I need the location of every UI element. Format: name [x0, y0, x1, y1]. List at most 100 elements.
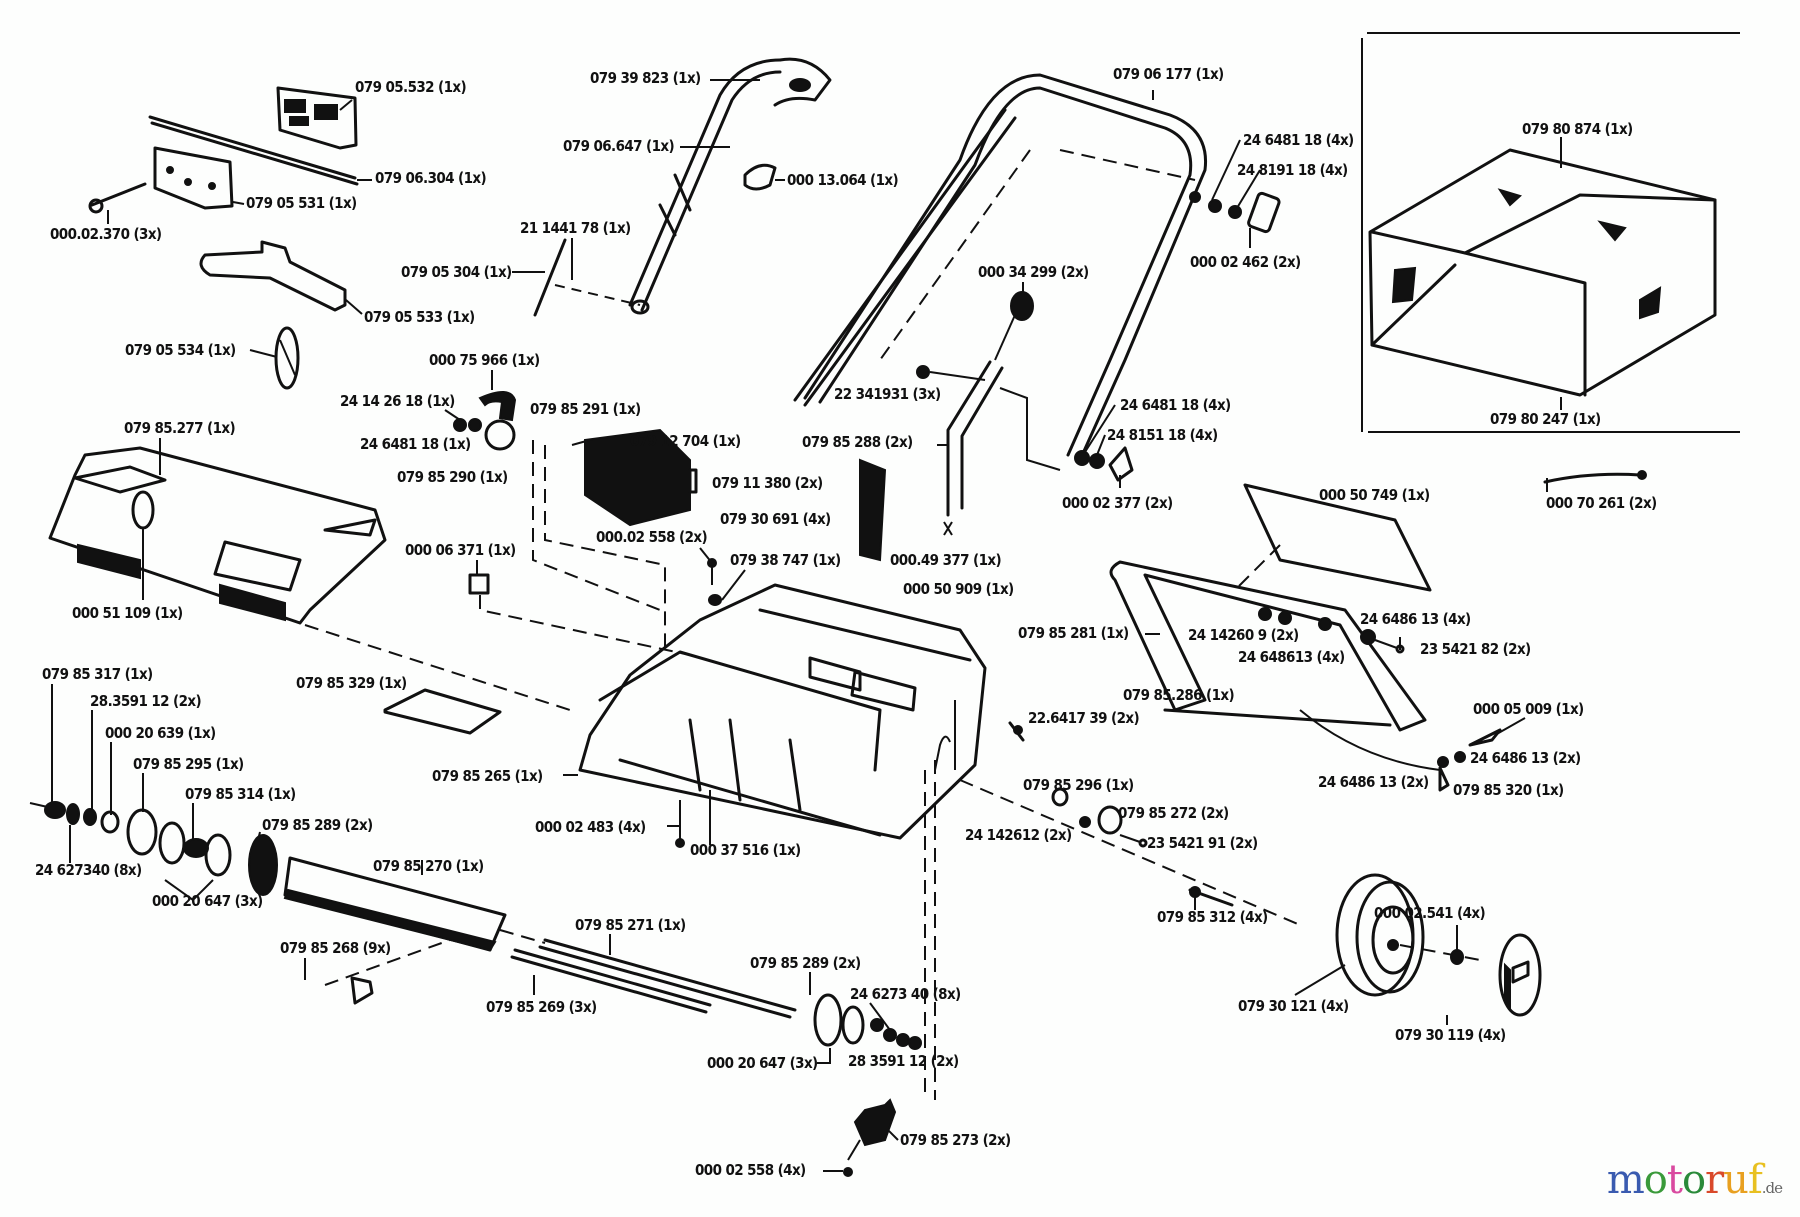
part-label[interactable]: 079 85 272 (2x): [1118, 804, 1230, 822]
switch-lever-part: [743, 163, 777, 191]
part-label[interactable]: 24 6481 18 (4x): [1243, 131, 1355, 149]
part-label[interactable]: 079 80 874 (1x): [1522, 120, 1634, 138]
part-label[interactable]: 000 20 639 (1x): [105, 724, 217, 742]
shaft-parts: [499, 929, 797, 1019]
hubcap-part: [1498, 933, 1542, 1017]
part-label[interactable]: 079 30 119 (4x): [1395, 1026, 1507, 1044]
part-label[interactable]: 000 13.064 (1x): [787, 171, 899, 189]
motor-part: [571, 428, 698, 527]
handle-screw-part: [533, 238, 641, 317]
part-label[interactable]: 079 85 291 (1x): [530, 400, 642, 418]
part-label[interactable]: 24 6273 40 (8x): [850, 985, 962, 1003]
part-label[interactable]: 079 30 691 (4x): [720, 510, 832, 528]
part-label[interactable]: 24 8191 18 (4x): [1237, 161, 1349, 179]
part-label[interactable]: 079 06.304 (1x): [375, 169, 487, 187]
part-label[interactable]: 079 38 747 (1x): [730, 551, 842, 569]
cable-guide-part: [199, 240, 347, 312]
part-label[interactable]: 22.6417 39 (2x): [1028, 709, 1140, 727]
part-label[interactable]: 23 5421 82 (2x): [1420, 640, 1532, 658]
deck-housing-part: [578, 583, 987, 840]
part-label[interactable]: 000 02.541 (4x): [1374, 904, 1486, 922]
part-label[interactable]: 079 12 704 (1x): [630, 432, 742, 450]
part-label[interactable]: 000 37 516 (1x): [690, 841, 802, 859]
part-label[interactable]: 079 85 270 (1x): [373, 857, 485, 875]
part-label[interactable]: 000 06 371 (1x): [405, 541, 517, 559]
part-label[interactable]: 079 85 295 (1x): [133, 755, 245, 773]
part-label[interactable]: 000 50 749 (1x): [1319, 486, 1431, 504]
part-label[interactable]: 079 85.277 (1x): [124, 419, 236, 437]
part-label[interactable]: 079 05 534 (1x): [125, 341, 237, 359]
part-label[interactable]: 079 85 273 (2x): [900, 1131, 1012, 1149]
part-label[interactable]: 079 30 121 (4x): [1238, 997, 1350, 1015]
part-label[interactable]: 24 14260 9 (2x): [1188, 626, 1300, 644]
cable-connector-part: [468, 573, 490, 595]
part-label[interactable]: 079 85.286 (1x): [1123, 686, 1235, 704]
part-label[interactable]: 000 50 909 (1x): [903, 580, 1015, 598]
part-label[interactable]: 079 05 533 (1x): [364, 308, 476, 326]
part-label[interactable]: 24 6486 13 (2x): [1318, 773, 1430, 791]
part-label[interactable]: 24 648613 (4x): [1238, 648, 1346, 666]
part-label[interactable]: 079 85 312 (4x): [1157, 908, 1269, 926]
part-label[interactable]: 079 80 247 (1x): [1490, 410, 1602, 428]
part-label[interactable]: 24 6486 13 (2x): [1470, 749, 1582, 767]
part-label[interactable]: 000 51 109 (1x): [72, 604, 184, 622]
grass-catcher-part: [1368, 148, 1717, 397]
part-label[interactable]: 000 20 647 (3x): [152, 892, 264, 910]
part-label[interactable]: 24 627340 (8x): [35, 861, 143, 879]
part-label[interactable]: 079 85 281 (1x): [1018, 624, 1130, 642]
part-label[interactable]: 21 1441 78 (1x): [520, 219, 632, 237]
part-label[interactable]: 079 85 296 (1x): [1023, 776, 1135, 794]
axle-bracket-part: [843, 760, 936, 1177]
part-label[interactable]: 000 02 558 (4x): [695, 1161, 807, 1179]
part-label[interactable]: 079 05.532 (1x): [355, 78, 467, 96]
part-label[interactable]: 28.3591 12 (2x): [90, 692, 202, 710]
part-label[interactable]: 000 70 261 (2x): [1546, 494, 1658, 512]
part-label[interactable]: 079 85 289 (2x): [262, 816, 374, 834]
part-label[interactable]: 000.49 377 (1x): [890, 551, 1002, 569]
part-label[interactable]: 000 02 462 (2x): [1190, 253, 1302, 271]
part-label[interactable]: 24 6486 13 (4x): [1360, 610, 1472, 628]
part-label[interactable]: 079 85 320 (1x): [1453, 781, 1565, 799]
part-label[interactable]: 079 85 329 (1x): [296, 674, 408, 692]
handle-knob-fasteners: [1074, 446, 1134, 482]
part-label[interactable]: 24 8151 18 (4x): [1107, 426, 1219, 444]
part-label[interactable]: 000 05 009 (1x): [1473, 700, 1585, 718]
part-label[interactable]: 23 5421 91 (2x): [1147, 834, 1259, 852]
misc-fasteners: [675, 558, 1025, 848]
part-label[interactable]: 000.02.370 (3x): [50, 225, 163, 243]
part-label[interactable]: 000 02 377 (2x): [1062, 494, 1174, 512]
part-label[interactable]: 000.02 558 (2x): [596, 528, 708, 546]
part-label[interactable]: 22 341931 (3x): [834, 385, 942, 403]
part-label[interactable]: 24 14 26 18 (1x): [340, 392, 456, 410]
part-label[interactable]: 079 05 304 (1x): [401, 263, 513, 281]
part-label[interactable]: 079 85 288 (2x): [802, 433, 914, 451]
part-label[interactable]: 24 6481 18 (1x): [360, 435, 472, 453]
part-label[interactable]: 079 85 289 (2x): [750, 954, 862, 972]
part-label[interactable]: 24 142612 (2x): [965, 826, 1073, 844]
wheel-part: [1335, 873, 1481, 997]
part-label[interactable]: 000 02 483 (4x): [535, 818, 647, 836]
part-label[interactable]: 000 34 299 (2x): [978, 263, 1090, 281]
part-label[interactable]: 079 05 531 (1x): [246, 194, 358, 212]
part-label[interactable]: 079 85 269 (3x): [486, 998, 598, 1016]
watermark-letter: t: [1666, 1157, 1683, 1203]
part-label[interactable]: 000 75 966 (1x): [429, 351, 541, 369]
part-label[interactable]: 079 06.647 (1x): [563, 137, 675, 155]
leader-paths-motor: [479, 440, 691, 656]
part-label[interactable]: 079 11 380 (2x): [712, 474, 824, 492]
part-label[interactable]: 079 85 271 (1x): [575, 916, 687, 934]
part-label[interactable]: 079 85 314 (1x): [185, 785, 297, 803]
part-label[interactable]: 28 3591 12 (2x): [848, 1052, 960, 1070]
part-label[interactable]: 000 20 647 (3x): [707, 1054, 819, 1072]
watermark-suffix: .de: [1761, 1179, 1783, 1197]
part-label[interactable]: 079 39 823 (1x): [590, 69, 702, 87]
watermark-letter: o: [1643, 1157, 1668, 1203]
part-label[interactable]: 079 85 317 (1x): [42, 665, 154, 683]
part-label[interactable]: 079 85 290 (1x): [397, 468, 509, 486]
part-labels: 079 05.532 (1x) 079 06.304 (1x) 079 05 5…: [35, 65, 1658, 1179]
part-label[interactable]: 079 06 177 (1x): [1113, 65, 1225, 83]
part-label[interactable]: 079 85 265 (1x): [432, 767, 544, 785]
part-label[interactable]: 079 85 268 (9x): [280, 939, 392, 957]
part-label[interactable]: 24 6481 18 (4x): [1120, 396, 1232, 414]
